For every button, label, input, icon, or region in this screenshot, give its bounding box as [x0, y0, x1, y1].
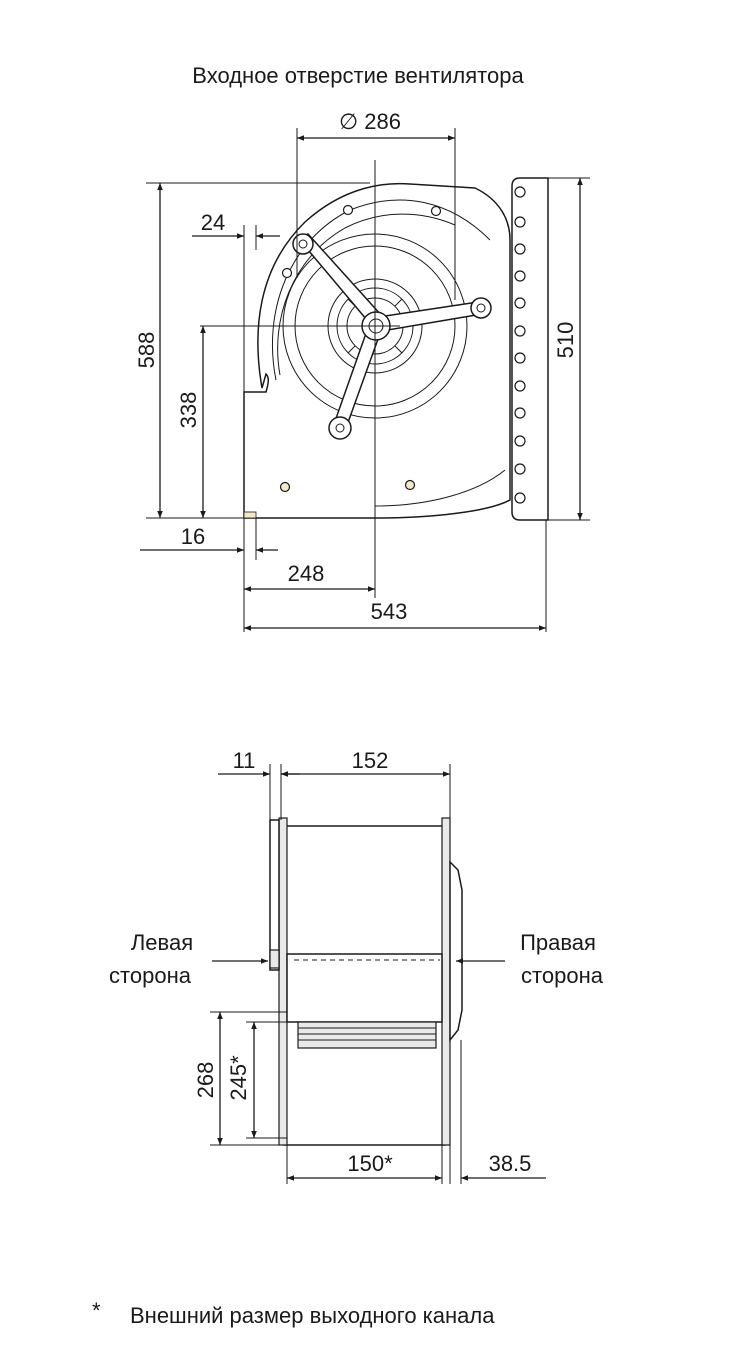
dim-245: 245* — [226, 1055, 251, 1101]
dim-543: 543 — [371, 599, 408, 624]
top-view: Входное отверстие вентилятора — [134, 63, 590, 632]
footnote-mark: * — [92, 1298, 101, 1323]
right-side-label-line2: сторона — [521, 963, 604, 988]
flange-hole — [514, 435, 526, 447]
flange-hole — [514, 270, 526, 282]
motor-support-arms — [292, 233, 492, 440]
left-side-label-line2: сторона — [109, 963, 192, 988]
flange-hole — [514, 407, 526, 419]
flange-hole — [514, 380, 526, 392]
side-flange-right — [441, 817, 451, 1146]
flange-hole — [514, 216, 526, 228]
inlet-title: Входное отверстие вентилятора — [192, 63, 524, 88]
flange-hole — [514, 186, 526, 198]
dim-588: 588 — [134, 332, 159, 369]
dim-248: 248 — [288, 561, 325, 586]
dim-152: 152 — [352, 748, 389, 773]
flange-hole — [514, 492, 526, 504]
dim-38-5: 38.5 — [489, 1151, 532, 1176]
left-plate — [269, 819, 280, 971]
dim-diameter-286: ∅ 286 — [339, 109, 401, 134]
side-view: 11 152 Левая сторона Правая сторона 268 … — [109, 748, 604, 1184]
outlet-opening — [297, 1021, 437, 1049]
fan-housing — [243, 182, 511, 519]
dim-11: 11 — [233, 748, 256, 773]
housing-holes — [279, 204, 442, 493]
dim-268: 268 — [193, 1062, 218, 1099]
side-flange-left — [278, 817, 288, 1146]
right-side-label-line1: Правая — [520, 930, 596, 955]
flange-hole — [514, 243, 526, 255]
shaft-band — [286, 953, 443, 1023]
dim-510: 510 — [553, 322, 578, 359]
flange-hole — [514, 352, 526, 364]
flange-holes — [514, 186, 526, 504]
dim-150: 150* — [347, 1151, 393, 1176]
flange-hole — [514, 463, 526, 475]
dim-16: 16 — [181, 524, 205, 549]
dim-338: 338 — [176, 392, 201, 429]
footnote-text: Внешний размер выходного канала — [130, 1303, 495, 1328]
dim-24: 24 — [201, 210, 225, 235]
left-side-label-line1: Левая — [131, 930, 193, 955]
footnote: * Внешний размер выходного канала — [92, 1298, 495, 1328]
outlet-flange — [511, 177, 549, 521]
flange-hole — [514, 297, 526, 309]
flange-hole — [514, 325, 526, 337]
motor-protrusion — [449, 860, 463, 1043]
